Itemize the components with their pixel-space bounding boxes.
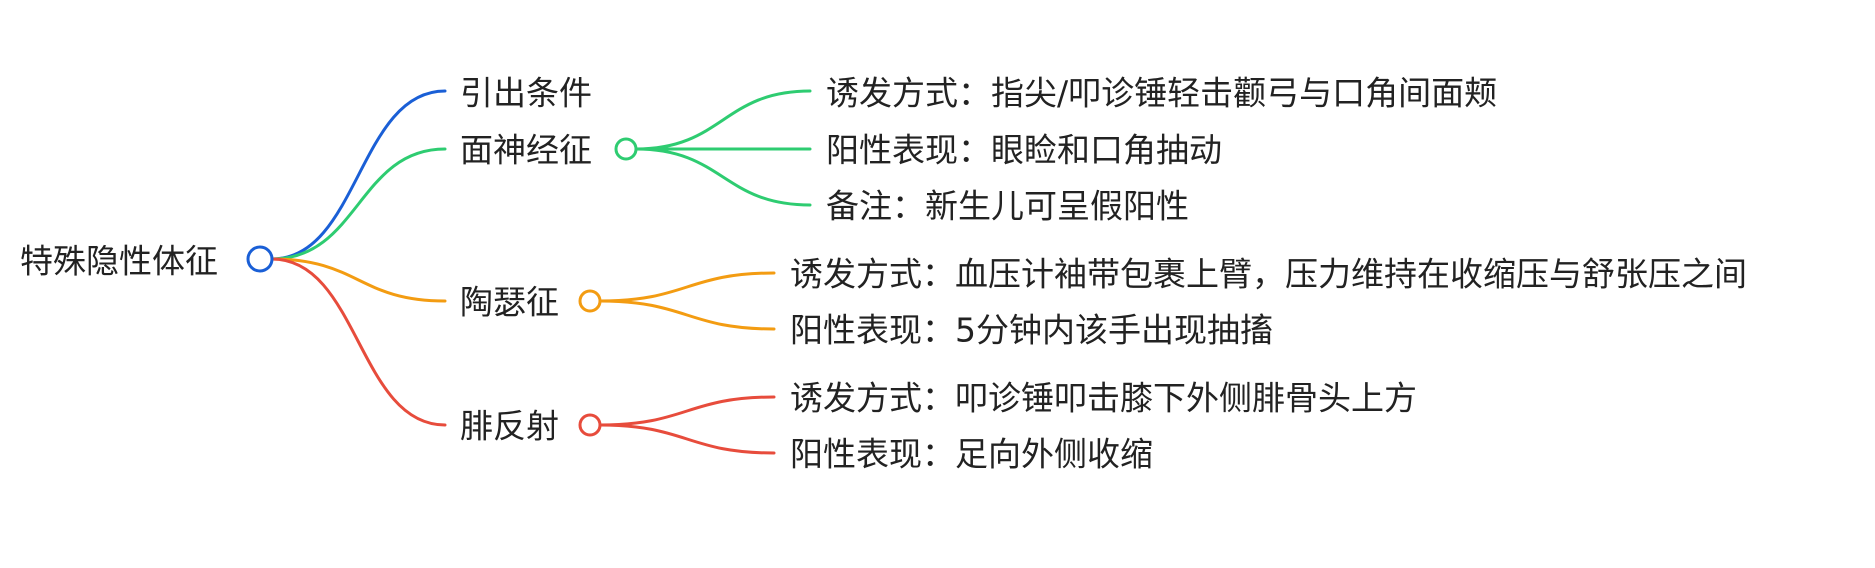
leaf-trousseau-method: 诱发方式：血压计袖带包裹上臂，压力维持在收缩压与舒张压之间 (790, 255, 1747, 294)
root-to-branch-link-2 (270, 257, 447, 303)
root-to-branch-link-0 (270, 89, 447, 261)
leaf-peroneal-method: 诱发方式：叩诊锤叩击膝下外侧腓骨头上方 (790, 379, 1417, 418)
mindmap-dots (246, 137, 638, 437)
root-node-label: 特殊隐性体征 (20, 242, 218, 281)
leaf-chvostek-note: 备注：新生儿可呈假阳性 (826, 187, 1189, 226)
leaf-peroneal-positive: 阳性表现：足向外侧收缩 (790, 435, 1153, 474)
branch-label-chvostek-sign: 面神经征 (460, 131, 592, 170)
branch-peroneal-circle-icon[interactable] (578, 413, 602, 437)
branch-label-trousseau-sign: 陶瑟征 (460, 283, 559, 322)
mindmap-links (270, 89, 812, 455)
branch-2-to-leaf-link-0 (598, 271, 776, 303)
branch-label-trigger-conditions: 引出条件 (460, 74, 592, 113)
mindmap-nodes: 特殊隐性体征 引出条件 面神经征 诱发方式：指尖/叩诊锤轻击颧弓与口角间面颊 阳… (20, 74, 1747, 474)
branch-label-peroneal-reflex: 腓反射 (460, 407, 559, 446)
branch-1-to-leaf-link-2 (634, 147, 812, 207)
leaf-chvostek-method: 诱发方式：指尖/叩诊锤轻击颧弓与口角间面颊 (826, 74, 1497, 113)
leaf-chvostek-positive: 阳性表现：眼睑和口角抽动 (826, 131, 1222, 170)
branch-trousseau-circle-icon[interactable] (578, 289, 602, 313)
root-to-branch-link-1 (270, 147, 447, 261)
branch-1-to-leaf-link-0 (634, 89, 812, 151)
branch-3-to-leaf-link-0 (598, 395, 776, 427)
branch-2-to-leaf-link-1 (598, 299, 776, 331)
branch-chvostek-circle-icon[interactable] (614, 137, 638, 161)
root-to-branch-link-3 (270, 257, 447, 427)
branch-3-to-leaf-link-1 (598, 423, 776, 455)
leaf-trousseau-positive: 阳性表现：5分钟内该手出现抽搐 (790, 311, 1273, 350)
root-node-circle-icon[interactable] (246, 245, 274, 273)
